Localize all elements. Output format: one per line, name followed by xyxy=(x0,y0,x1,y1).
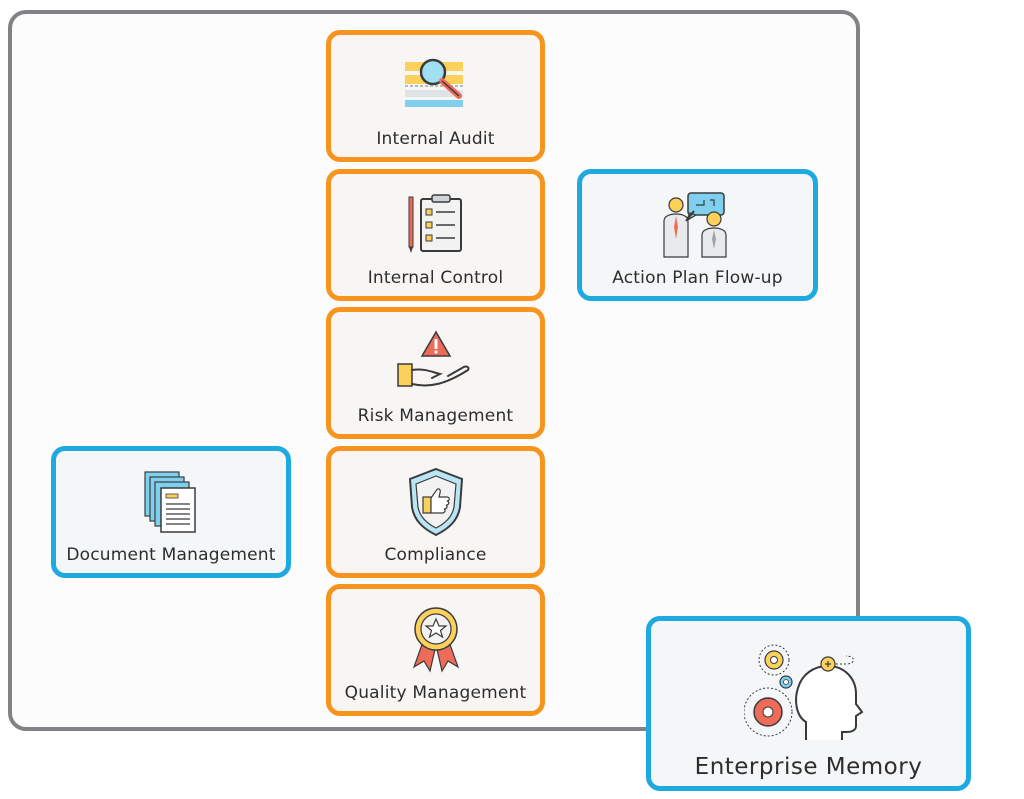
magnifier-document-icon xyxy=(403,47,469,125)
documents-stack-icon xyxy=(141,463,201,541)
enterprise-memory-label: Enterprise Memory xyxy=(694,754,923,780)
risk-management-label: Risk Management xyxy=(357,406,514,426)
compliance-card[interactable]: Compliance xyxy=(326,446,545,578)
action-plan-label: Action Plan Flow-up xyxy=(612,268,783,288)
document-management-label: Document Management xyxy=(66,545,276,565)
document-management-card[interactable]: Document Management xyxy=(51,446,291,578)
hand-warning-icon xyxy=(396,324,476,402)
clipboard-checklist-icon xyxy=(403,186,469,264)
compliance-label: Compliance xyxy=(384,545,487,565)
action-plan-card[interactable]: Action Plan Flow-up xyxy=(577,169,818,301)
head-gears-icon xyxy=(743,635,874,745)
presentation-people-icon xyxy=(660,186,736,264)
internal-control-card[interactable]: Internal Control xyxy=(326,169,545,301)
internal-control-label: Internal Control xyxy=(367,268,504,288)
shield-thumbs-up-icon xyxy=(406,463,466,541)
quality-management-card[interactable]: Quality Management xyxy=(326,584,545,716)
internal-audit-card[interactable]: Internal Audit xyxy=(326,30,545,162)
quality-management-label: Quality Management xyxy=(344,683,527,703)
risk-management-card[interactable]: Risk Management xyxy=(326,307,545,439)
award-ribbon-icon xyxy=(406,601,466,679)
internal-audit-label: Internal Audit xyxy=(376,129,495,149)
enterprise-memory-card[interactable]: Enterprise Memory xyxy=(646,616,971,791)
